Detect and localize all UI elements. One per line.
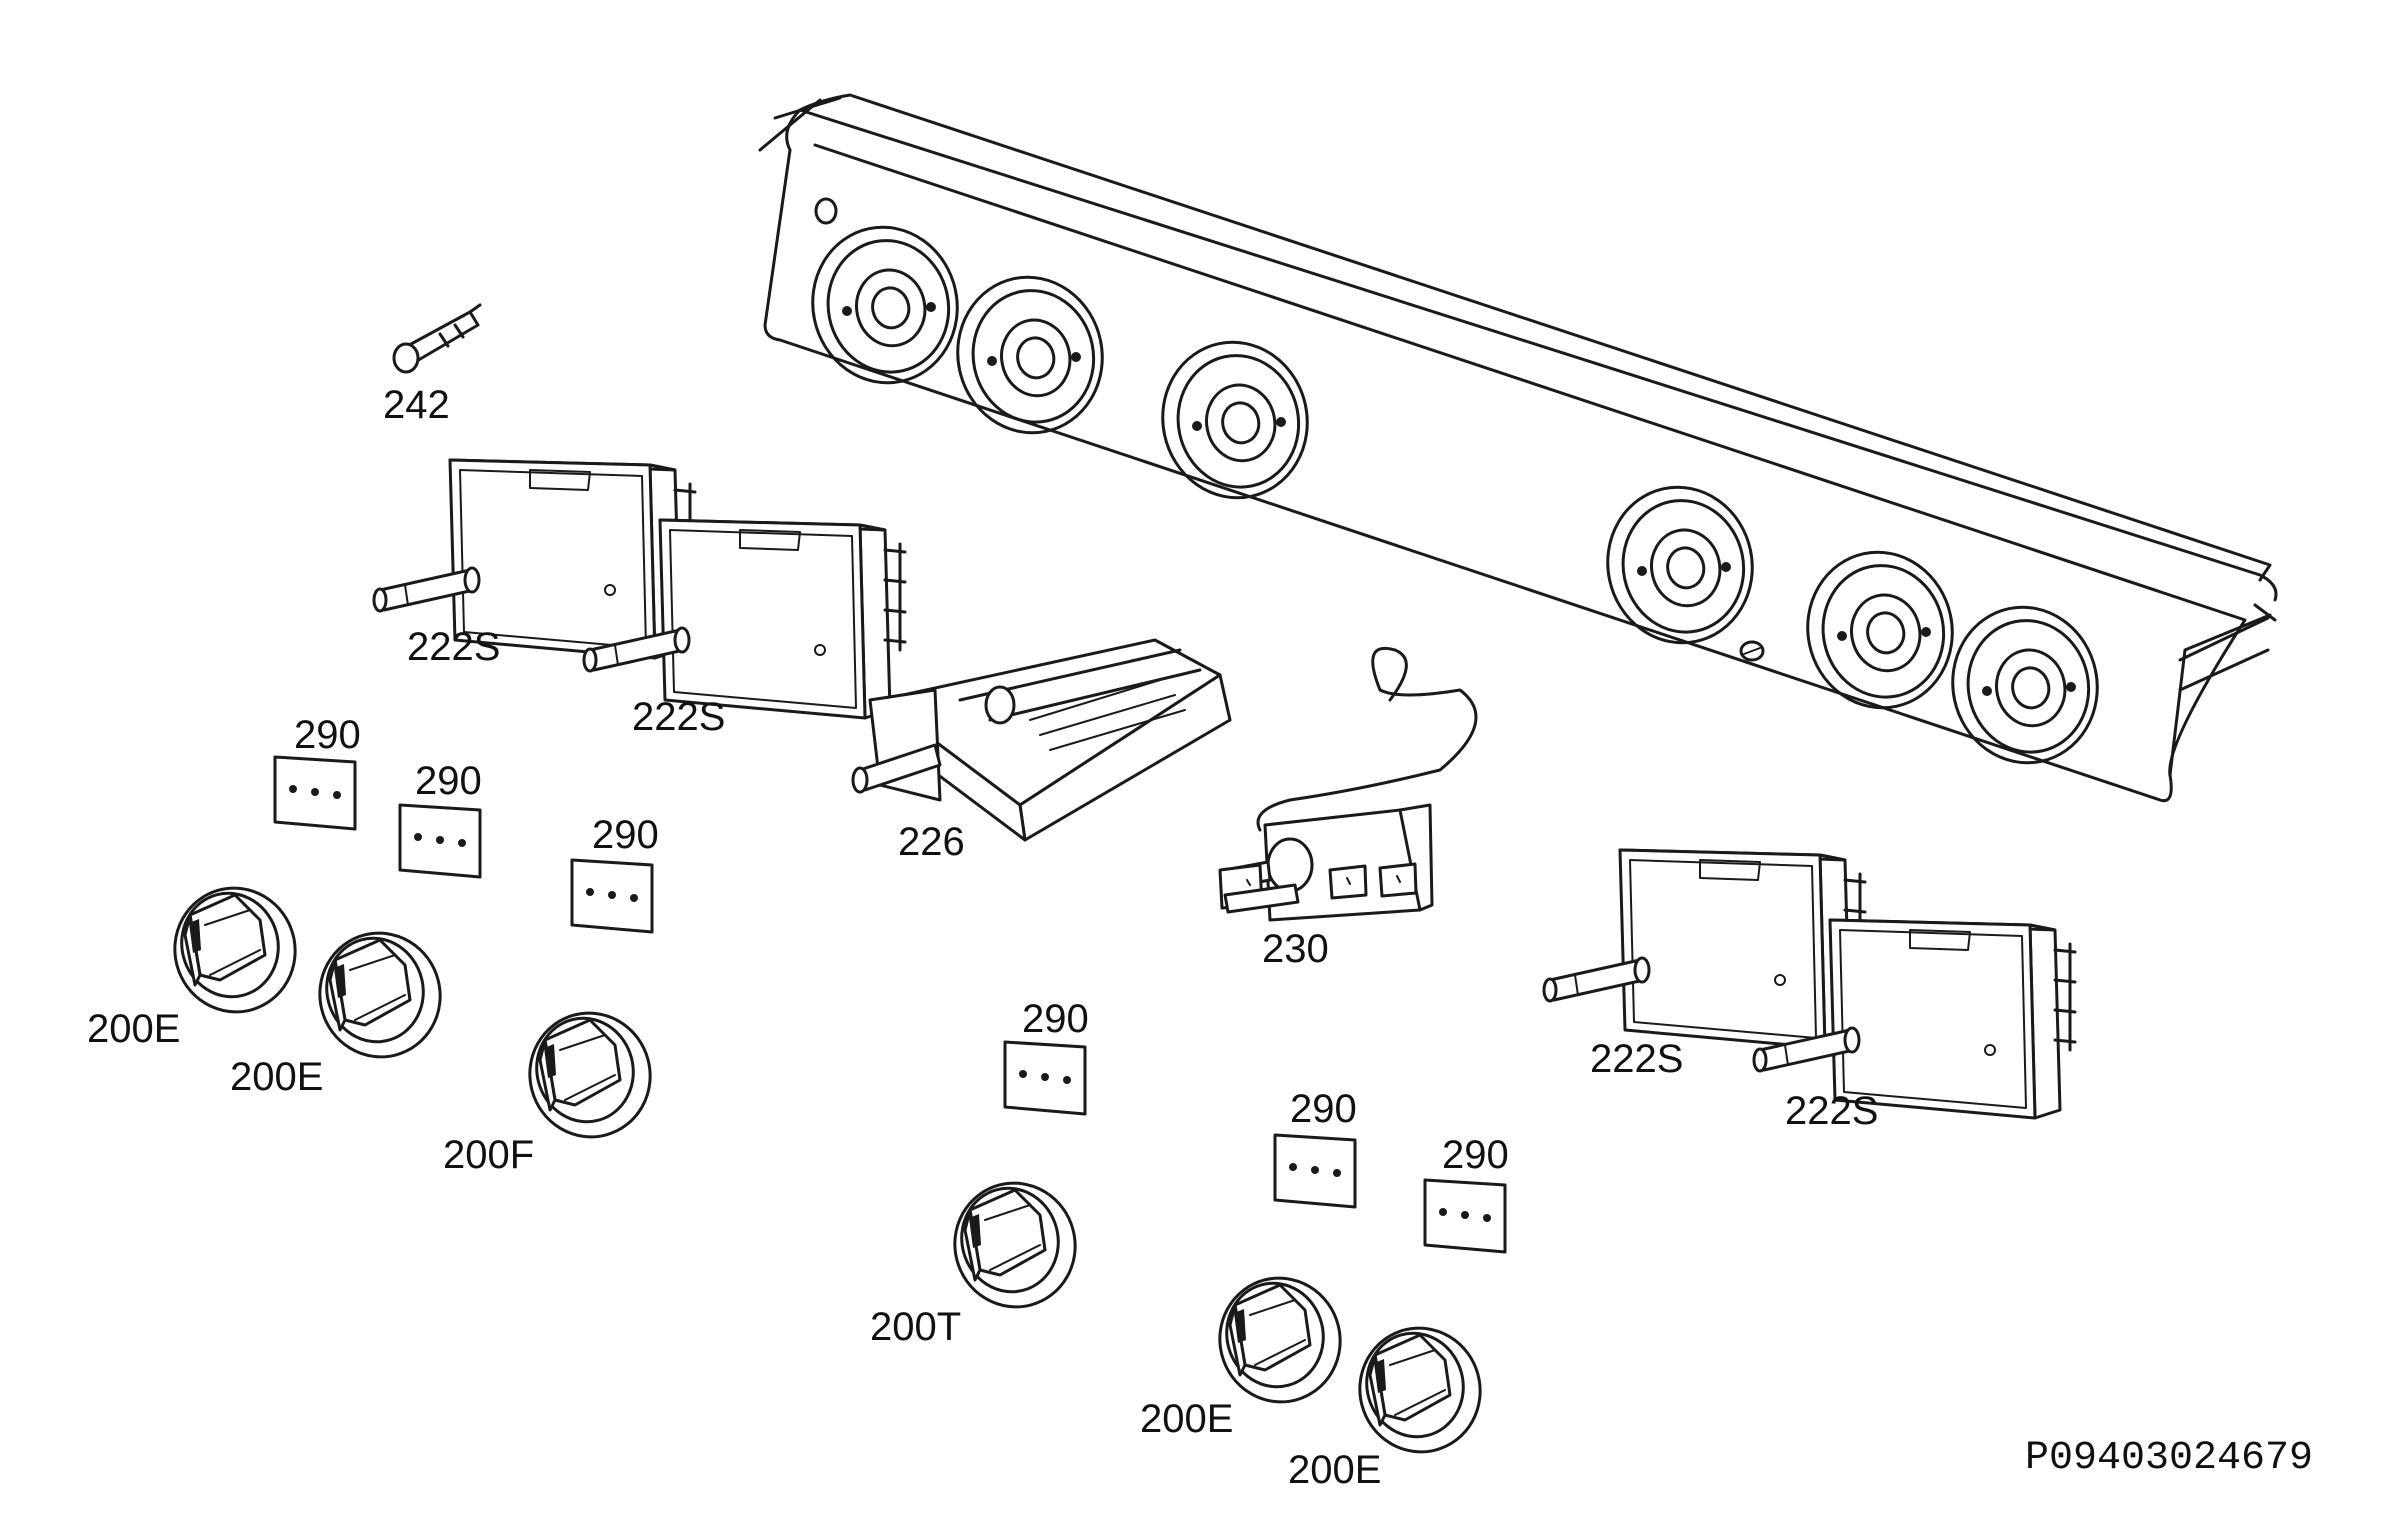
label-290-3: 290: [592, 813, 659, 857]
label-222s-d: 222S: [1785, 1089, 1878, 1133]
label-200e-3: 200E: [1140, 1397, 1233, 1441]
part-200f-knob: [514, 998, 666, 1152]
label-226: 226: [898, 820, 965, 864]
label-222s-b: 222S: [632, 695, 725, 739]
label-200t: 200T: [870, 1305, 961, 1349]
label-290-2: 290: [415, 759, 482, 803]
part-290-plate-2: [398, 803, 482, 879]
label-222s-c: 222S: [1590, 1037, 1683, 1081]
part-200e-knob-2: [304, 918, 456, 1072]
label-200e-1: 200E: [87, 1007, 180, 1051]
label-242: 242: [383, 383, 450, 427]
label-200f: 200F: [443, 1133, 534, 1177]
part-290-plate-5: [1273, 1133, 1357, 1209]
part-200e-knob-3: [1204, 1263, 1356, 1417]
label-290-6: 290: [1442, 1133, 1509, 1177]
part-222s-switch-c: [1542, 848, 1867, 1050]
label-200e-2: 200E: [230, 1055, 323, 1099]
label-290-4: 290: [1022, 997, 1089, 1041]
part-200e-knob-1: [159, 873, 311, 1027]
part-200t-knob: [939, 1168, 1091, 1322]
label-290-1: 290: [294, 713, 361, 757]
part-290-plate-3: [570, 858, 654, 934]
part-242-indicator-lamp: [392, 303, 482, 374]
part-290-plate-6: [1423, 1178, 1507, 1254]
part-290-plate-4: [1003, 1040, 1087, 1116]
part-200e-knob-4: [1344, 1313, 1496, 1467]
part-290-plate-1: [273, 755, 357, 831]
label-222s-a: 222S: [407, 625, 500, 669]
part-226-selector-switch: [851, 638, 1232, 842]
label-230: 230: [1262, 927, 1329, 971]
label-200e-4: 200E: [1288, 1448, 1381, 1492]
document-code: P09403024679: [2025, 1436, 2313, 1481]
part-230-thermostat: [1218, 647, 1478, 922]
control-panel-fascia: [758, 93, 2278, 803]
label-290-5: 290: [1290, 1087, 1357, 1131]
